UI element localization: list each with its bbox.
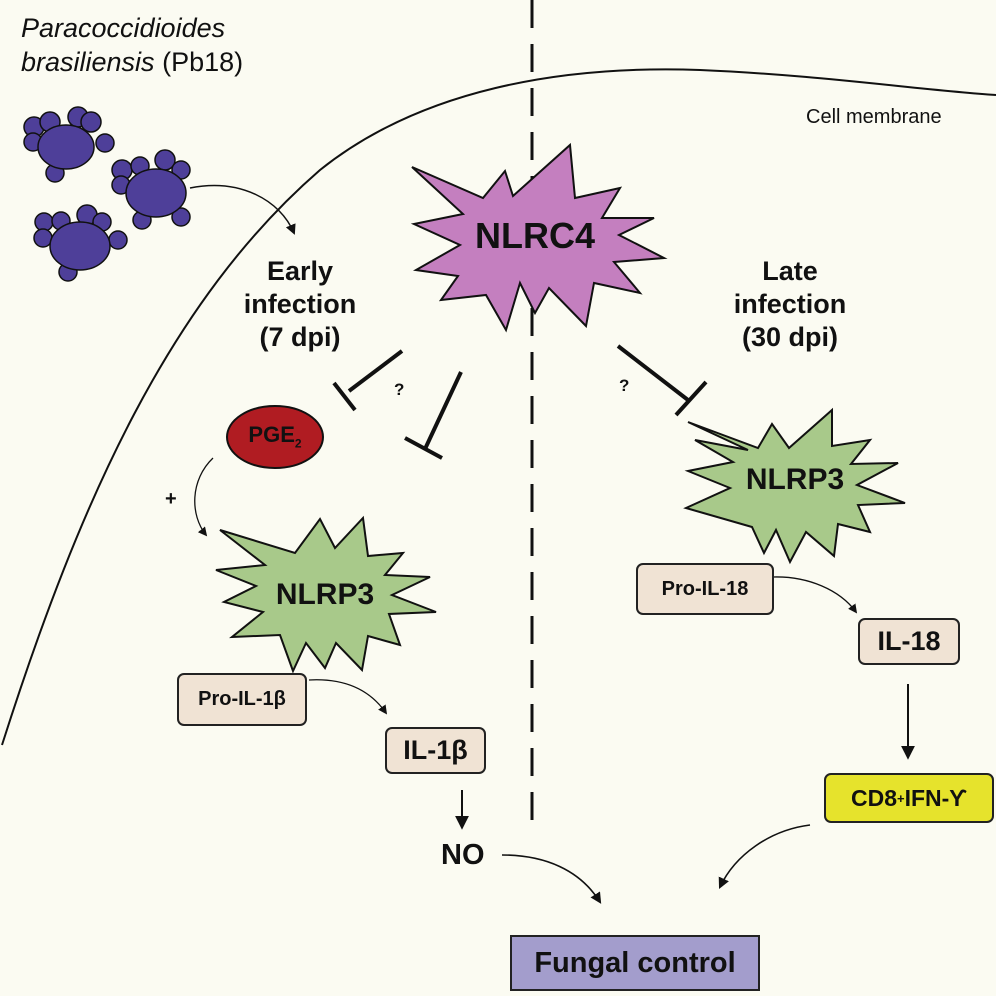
nlrc4-starburst <box>410 142 668 333</box>
pathogen-strain: (Pb18) <box>162 46 244 77</box>
pro-il18-box: Pro-IL-18 <box>636 563 774 615</box>
pro-il1b-box: Pro-IL-1β <box>177 673 307 726</box>
pge2-base: PGE <box>248 422 295 447</box>
early-line3: (7 dpi) <box>259 321 341 352</box>
fungus-cell-icon <box>111 149 191 230</box>
late-line1: Late <box>762 256 818 286</box>
late-line2: infection <box>733 288 847 319</box>
late-infection-label: Late infection (30 dpi) <box>710 255 870 354</box>
processing-arrow <box>772 576 858 614</box>
cd8-sup: + <box>897 790 905 806</box>
cell-membrane-label: Cell membrane <box>806 106 942 128</box>
ifng-text: IFN-ϒ <box>904 784 968 811</box>
fungus-cell-icon <box>33 204 128 282</box>
activation-plus-sign: + <box>165 488 177 510</box>
cd8-ifng-box: CD8+IFN-ϒ <box>824 773 994 823</box>
pge2-sub: 2 <box>294 436 302 451</box>
early-infection-label: Early infection (7 dpi) <box>220 255 380 354</box>
il1b-box: IL-1β <box>385 727 486 774</box>
late-nlrp3-starburst <box>683 407 906 565</box>
early-line1: Early <box>266 256 334 286</box>
pathogen-species: brasiliensis <box>21 46 155 77</box>
inhibition-arrow <box>404 371 463 460</box>
early-line2: infection <box>243 288 357 319</box>
no-to-fungal-control-arrow <box>501 854 602 904</box>
il18-box: IL-18 <box>858 618 960 665</box>
inhibition-arrow <box>616 344 708 417</box>
pge2-label: PGE2 <box>235 422 315 451</box>
late-nlrp3-label: NLRP3 <box>745 463 845 496</box>
nlrc4-label: NLRC4 <box>474 215 595 256</box>
processing-arrow <box>308 679 388 715</box>
fungus-cell-icon <box>23 106 115 183</box>
pathogen-label: Paracoccidioides brasiliensis (Pb18) <box>21 12 243 80</box>
early-nlrp3-label: NLRP3 <box>275 578 375 611</box>
pge2-activation-arrow <box>194 457 214 537</box>
pathogen-genus: Paracoccidioides <box>21 13 226 43</box>
inhibition-arrow <box>332 349 404 412</box>
pge2-ellipse <box>226 405 324 469</box>
unknown-mechanism-mark: ? <box>394 380 405 399</box>
cd8-to-fungal-control-arrow <box>718 824 811 890</box>
unknown-mechanism-mark: ? <box>619 376 630 395</box>
early-nlrp3-starburst <box>215 515 437 674</box>
late-line3: (30 dpi) <box>741 321 838 352</box>
entry-arrow <box>189 184 296 235</box>
no-label: NO <box>441 839 485 871</box>
cell-membrane <box>1 68 996 746</box>
fungal-control-box: Fungal control <box>510 935 760 991</box>
cd8-text: CD8 <box>850 784 897 811</box>
